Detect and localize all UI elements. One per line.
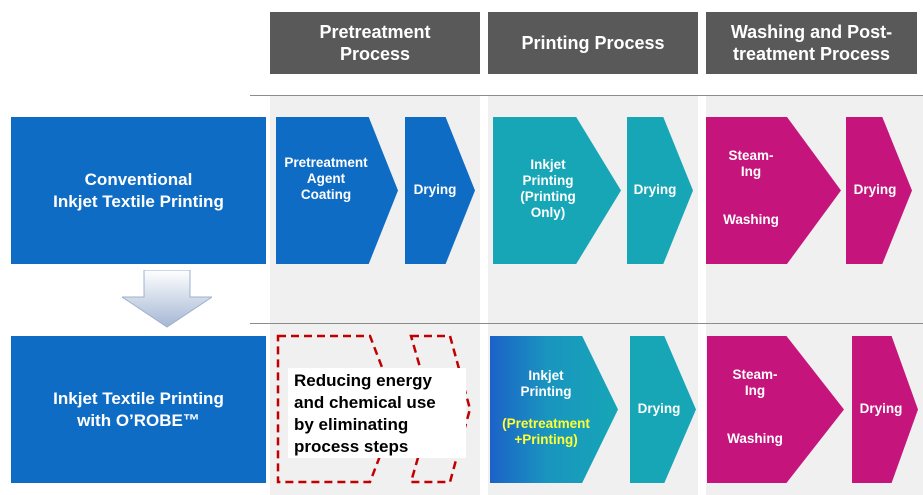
steaming-washing-text-orobe: Steam- Ing Washing [727, 366, 783, 446]
header-washing-post-treatment-process: Washing and Post- treatment Process [706, 12, 917, 74]
callout-reducing-energy: Reducing energy and chemical use by elim… [288, 368, 466, 458]
row-label-conventional: Conventional Inkjet Textile Printing [11, 117, 266, 264]
separator-line-middle [250, 323, 923, 324]
step-pretreatment-agent-coating: Pretreatment Agent Coating [276, 117, 398, 264]
separator-line-top [250, 95, 923, 96]
steaming-washing-text: Steam- Ing Washing [723, 147, 779, 227]
inkjet-combined-text: Inkjet Printing (Pretreatment +Printing) [502, 367, 590, 447]
header-pretreatment-process: Pretreatment Process [270, 12, 480, 74]
row-label-orobe: Inkjet Textile Printing with O’ROBE™ [11, 336, 266, 483]
header-printing-process: Printing Process [488, 12, 698, 74]
down-arrow-icon [122, 270, 212, 328]
